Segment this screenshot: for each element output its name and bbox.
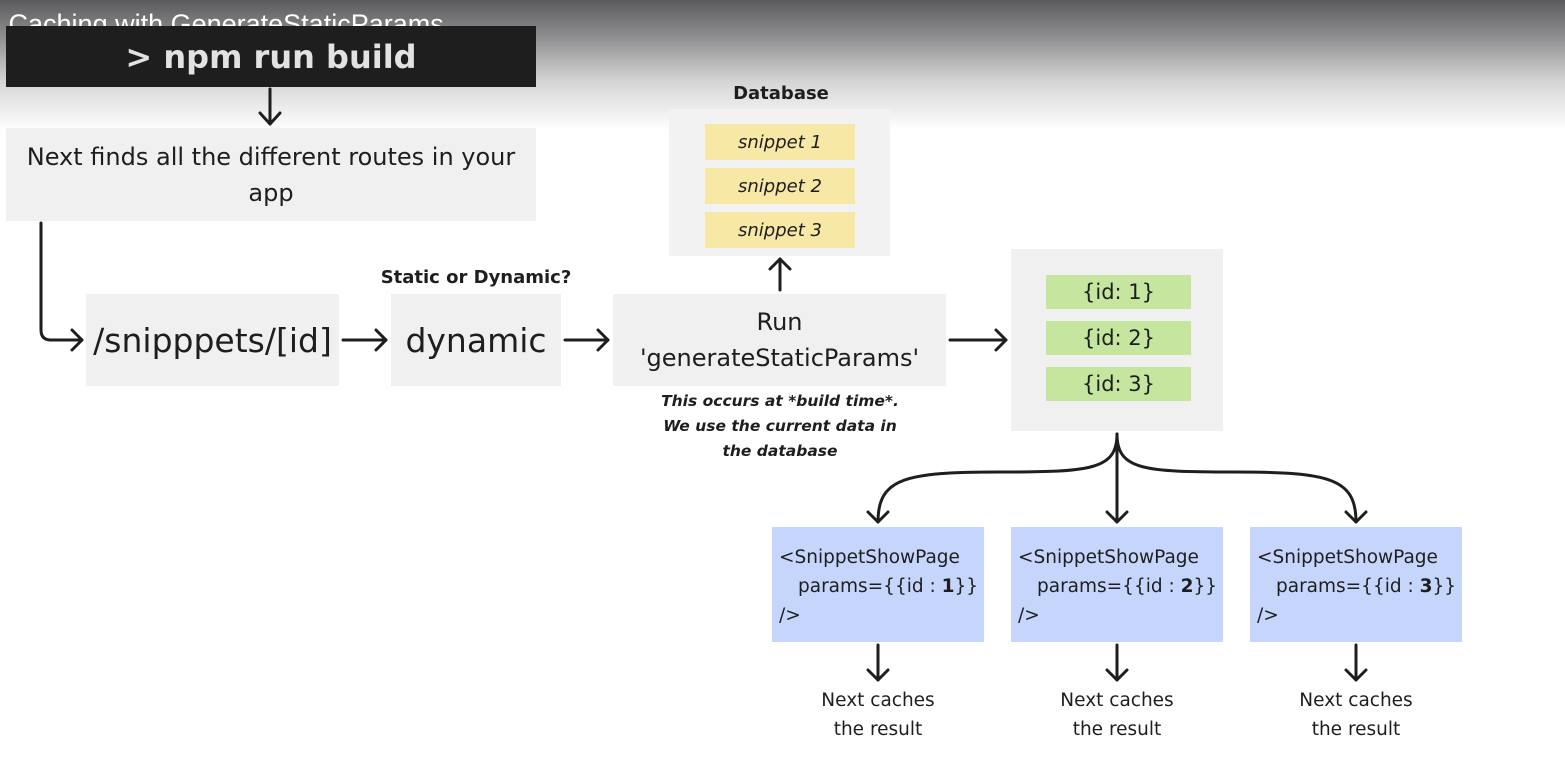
arrow-params-to-page-3 <box>1115 432 1358 524</box>
database-snippet-3: snippet 3 <box>705 212 855 248</box>
page-open-tag: <SnippetShowPage <box>1257 547 1438 568</box>
page-params: params={{id : 1}} <box>798 576 979 597</box>
cache-line-1: Next caches <box>1060 690 1174 711</box>
page-params: params={{id : 3}} <box>1276 576 1457 597</box>
param-id-3: {id: 3} <box>1046 367 1191 401</box>
cache-result-1: Next caches the result <box>788 686 968 744</box>
route-path-node: /snipppets/[id] <box>86 294 339 386</box>
build-time-note: This occurs at *build time*. We use the … <box>640 389 920 464</box>
run-generate-static-params-node: Run 'generateStaticParams' <box>613 294 946 386</box>
arrow-routes-to-path <box>39 221 84 342</box>
database-snippet-1: snippet 1 <box>705 124 855 160</box>
cache-line-1: Next caches <box>821 690 935 711</box>
page-close-tag: /> <box>779 605 801 626</box>
page-close-tag: /> <box>1018 605 1040 626</box>
cache-line-1: Next caches <box>1299 690 1413 711</box>
find-routes-step: Next finds all the different routes in y… <box>6 128 536 221</box>
dynamic-node: dynamic <box>391 294 561 386</box>
param-id-2: {id: 2} <box>1046 321 1191 355</box>
page-open-tag: <SnippetShowPage <box>779 547 960 568</box>
page-params: params={{id : 2}} <box>1037 576 1218 597</box>
cache-result-3: Next caches the result <box>1266 686 1446 744</box>
database-label: Database <box>733 83 829 104</box>
note-line-3: the database <box>722 442 838 460</box>
snippet-show-page-1: <SnippetShowPage params={{id : 1}} /> <box>772 527 984 642</box>
snippet-show-page-2: <SnippetShowPage params={{id : 2}} /> <box>1011 527 1223 642</box>
param-id-1: {id: 1} <box>1046 275 1191 309</box>
note-line-1: This occurs at *build time*. <box>661 392 899 410</box>
cache-line-2: the result <box>833 719 923 740</box>
static-or-dynamic-label: Static or Dynamic? <box>380 267 572 288</box>
note-line-2: We use the current data in <box>663 417 897 435</box>
database-snippet-2: snippet 2 <box>705 168 855 204</box>
cache-result-2: Next caches the result <box>1027 686 1207 744</box>
page-close-tag: /> <box>1257 605 1279 626</box>
snippet-show-page-3: <SnippetShowPage params={{id : 3}} /> <box>1250 527 1462 642</box>
npm-build-command: > npm run build <box>6 26 536 87</box>
page-open-tag: <SnippetShowPage <box>1018 547 1199 568</box>
run-line-2: 'generateStaticParams' <box>639 344 920 372</box>
cache-line-2: the result <box>1072 719 1162 740</box>
cache-line-2: the result <box>1311 719 1401 740</box>
run-line-1: Run <box>756 308 803 336</box>
